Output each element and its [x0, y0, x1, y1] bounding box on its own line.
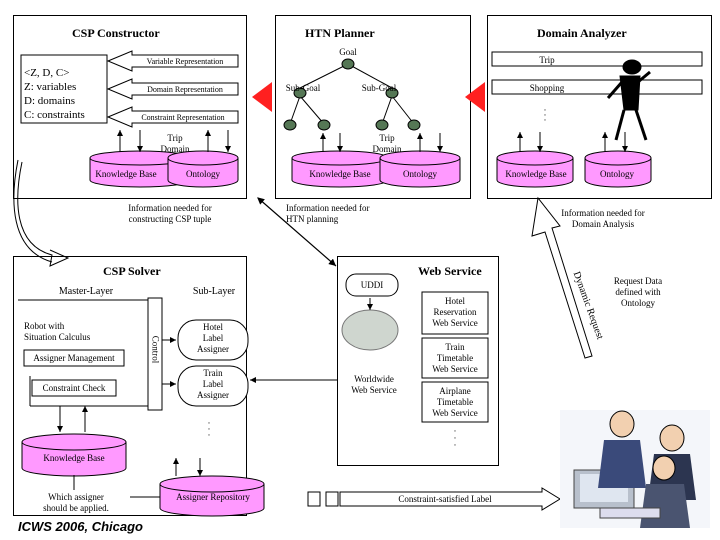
- csp-solver-title: CSP Solver: [103, 264, 161, 278]
- tuple-line-2: Z: variables: [24, 81, 77, 93]
- trip-label: Trip: [539, 55, 555, 65]
- goal-label: Goal: [339, 47, 357, 57]
- ontology-cylinder-2: [379, 150, 461, 188]
- domain-representation-label: Domain Representation: [147, 85, 223, 94]
- domain-analyzer-title: Domain Analyzer: [537, 26, 627, 40]
- request-data-label: Request Data defined with Ontology: [613, 276, 663, 308]
- web-service-title: Web Service: [418, 264, 482, 278]
- web-service-dots: · · ·: [453, 426, 457, 450]
- info-domain-analysis: Information needed for Domain Analysis: [561, 208, 645, 229]
- ontology-label-2: Ontology: [402, 169, 437, 179]
- ontology-cylinder-3: [584, 150, 652, 188]
- kb-label-3: Knowledge Base: [505, 169, 567, 179]
- train-label-assigner: Train Label Assigner: [197, 368, 229, 400]
- knowledge-base-cylinder-4: [21, 433, 127, 477]
- domain-representation-arrow: [106, 78, 239, 100]
- variable-representation-label: Variable Representation: [146, 57, 224, 66]
- subgoal-right-label: Sub-Goal: [361, 83, 397, 93]
- red-arrow-left-1: [252, 82, 272, 112]
- robot-label: Robot with Situation Calculus: [24, 321, 91, 342]
- worldwide-web-service-label: Worldwide Web Service: [351, 374, 397, 395]
- master-layer-label: Master-Layer: [58, 286, 114, 297]
- control-label: Control: [150, 335, 161, 364]
- solver-dots: · · ·: [207, 418, 211, 440]
- tuple-line-3: D: domains: [24, 95, 76, 107]
- uddi-label: UDDI: [360, 280, 384, 290]
- kb-label-4: Knowledge Base: [43, 453, 105, 463]
- assigner-management-label: Assigner Management: [33, 353, 115, 363]
- airplane-timetable-ws-label: Airplane Timetable Web Service: [432, 386, 478, 418]
- ontology-cylinder-1: [167, 150, 239, 188]
- thinking-person-icon: [606, 59, 651, 141]
- info-csp-tuple: Information needed for constructing CSP …: [128, 203, 212, 224]
- sub-layer-label: Sub-Layer: [192, 286, 236, 297]
- trip-domain-label-2: Trip Domain: [372, 133, 402, 154]
- kb-label-2: Knowledge Base: [309, 169, 371, 179]
- csp-constructor-title: CSP Constructor: [72, 26, 160, 40]
- ontology-label-1: Ontology: [185, 169, 220, 179]
- assigner-repository-cylinder: [159, 475, 265, 517]
- footer-text: ICWS 2006, Chicago: [18, 519, 143, 534]
- subgoal-left-label: Sub-Goal: [285, 83, 321, 93]
- train-timetable-ws-label: Train Timetable Web Service: [432, 342, 478, 374]
- kb-label-1: Knowledge Base: [95, 169, 157, 179]
- shopping-label: Shopping: [529, 83, 565, 93]
- analyzer-dots: · · ·: [543, 105, 547, 125]
- hotel-label-assigner: Hotel Label Assigner: [197, 322, 229, 354]
- ontology-label-3: Ontology: [599, 169, 634, 179]
- csp-tuple-box: <Z, D, C> Z: variables D: domains C: con…: [24, 66, 85, 122]
- people-at-computer-illustration: [560, 410, 710, 528]
- knowledge-base-cylinder-3: [496, 150, 574, 188]
- constraint-satisfied-label: Constraint-satisfied Label: [398, 494, 492, 504]
- variable-representation-arrow: [106, 50, 239, 72]
- htn-planner-title: HTN Planner: [305, 26, 375, 40]
- red-arrow-left-2: [465, 82, 485, 112]
- assigner-repository-label: Assigner Repository: [176, 492, 250, 502]
- info-htn: Information needed for HTN planning: [286, 203, 370, 224]
- tuple-line-4: C: constraints: [24, 109, 85, 121]
- trip-domain-label-1: Trip Domain: [160, 133, 190, 154]
- constraint-check-label: Constraint Check: [42, 383, 106, 393]
- constraint-representation-arrow: [106, 106, 239, 128]
- hotel-reservation-ws-label: Hotel Reservation Web Service: [432, 296, 478, 328]
- tuple-line-1: <Z, D, C>: [24, 67, 70, 79]
- which-assigner-label: Which assigner should be applied.: [43, 492, 109, 513]
- constraint-representation-label: Constraint Representation: [141, 113, 225, 122]
